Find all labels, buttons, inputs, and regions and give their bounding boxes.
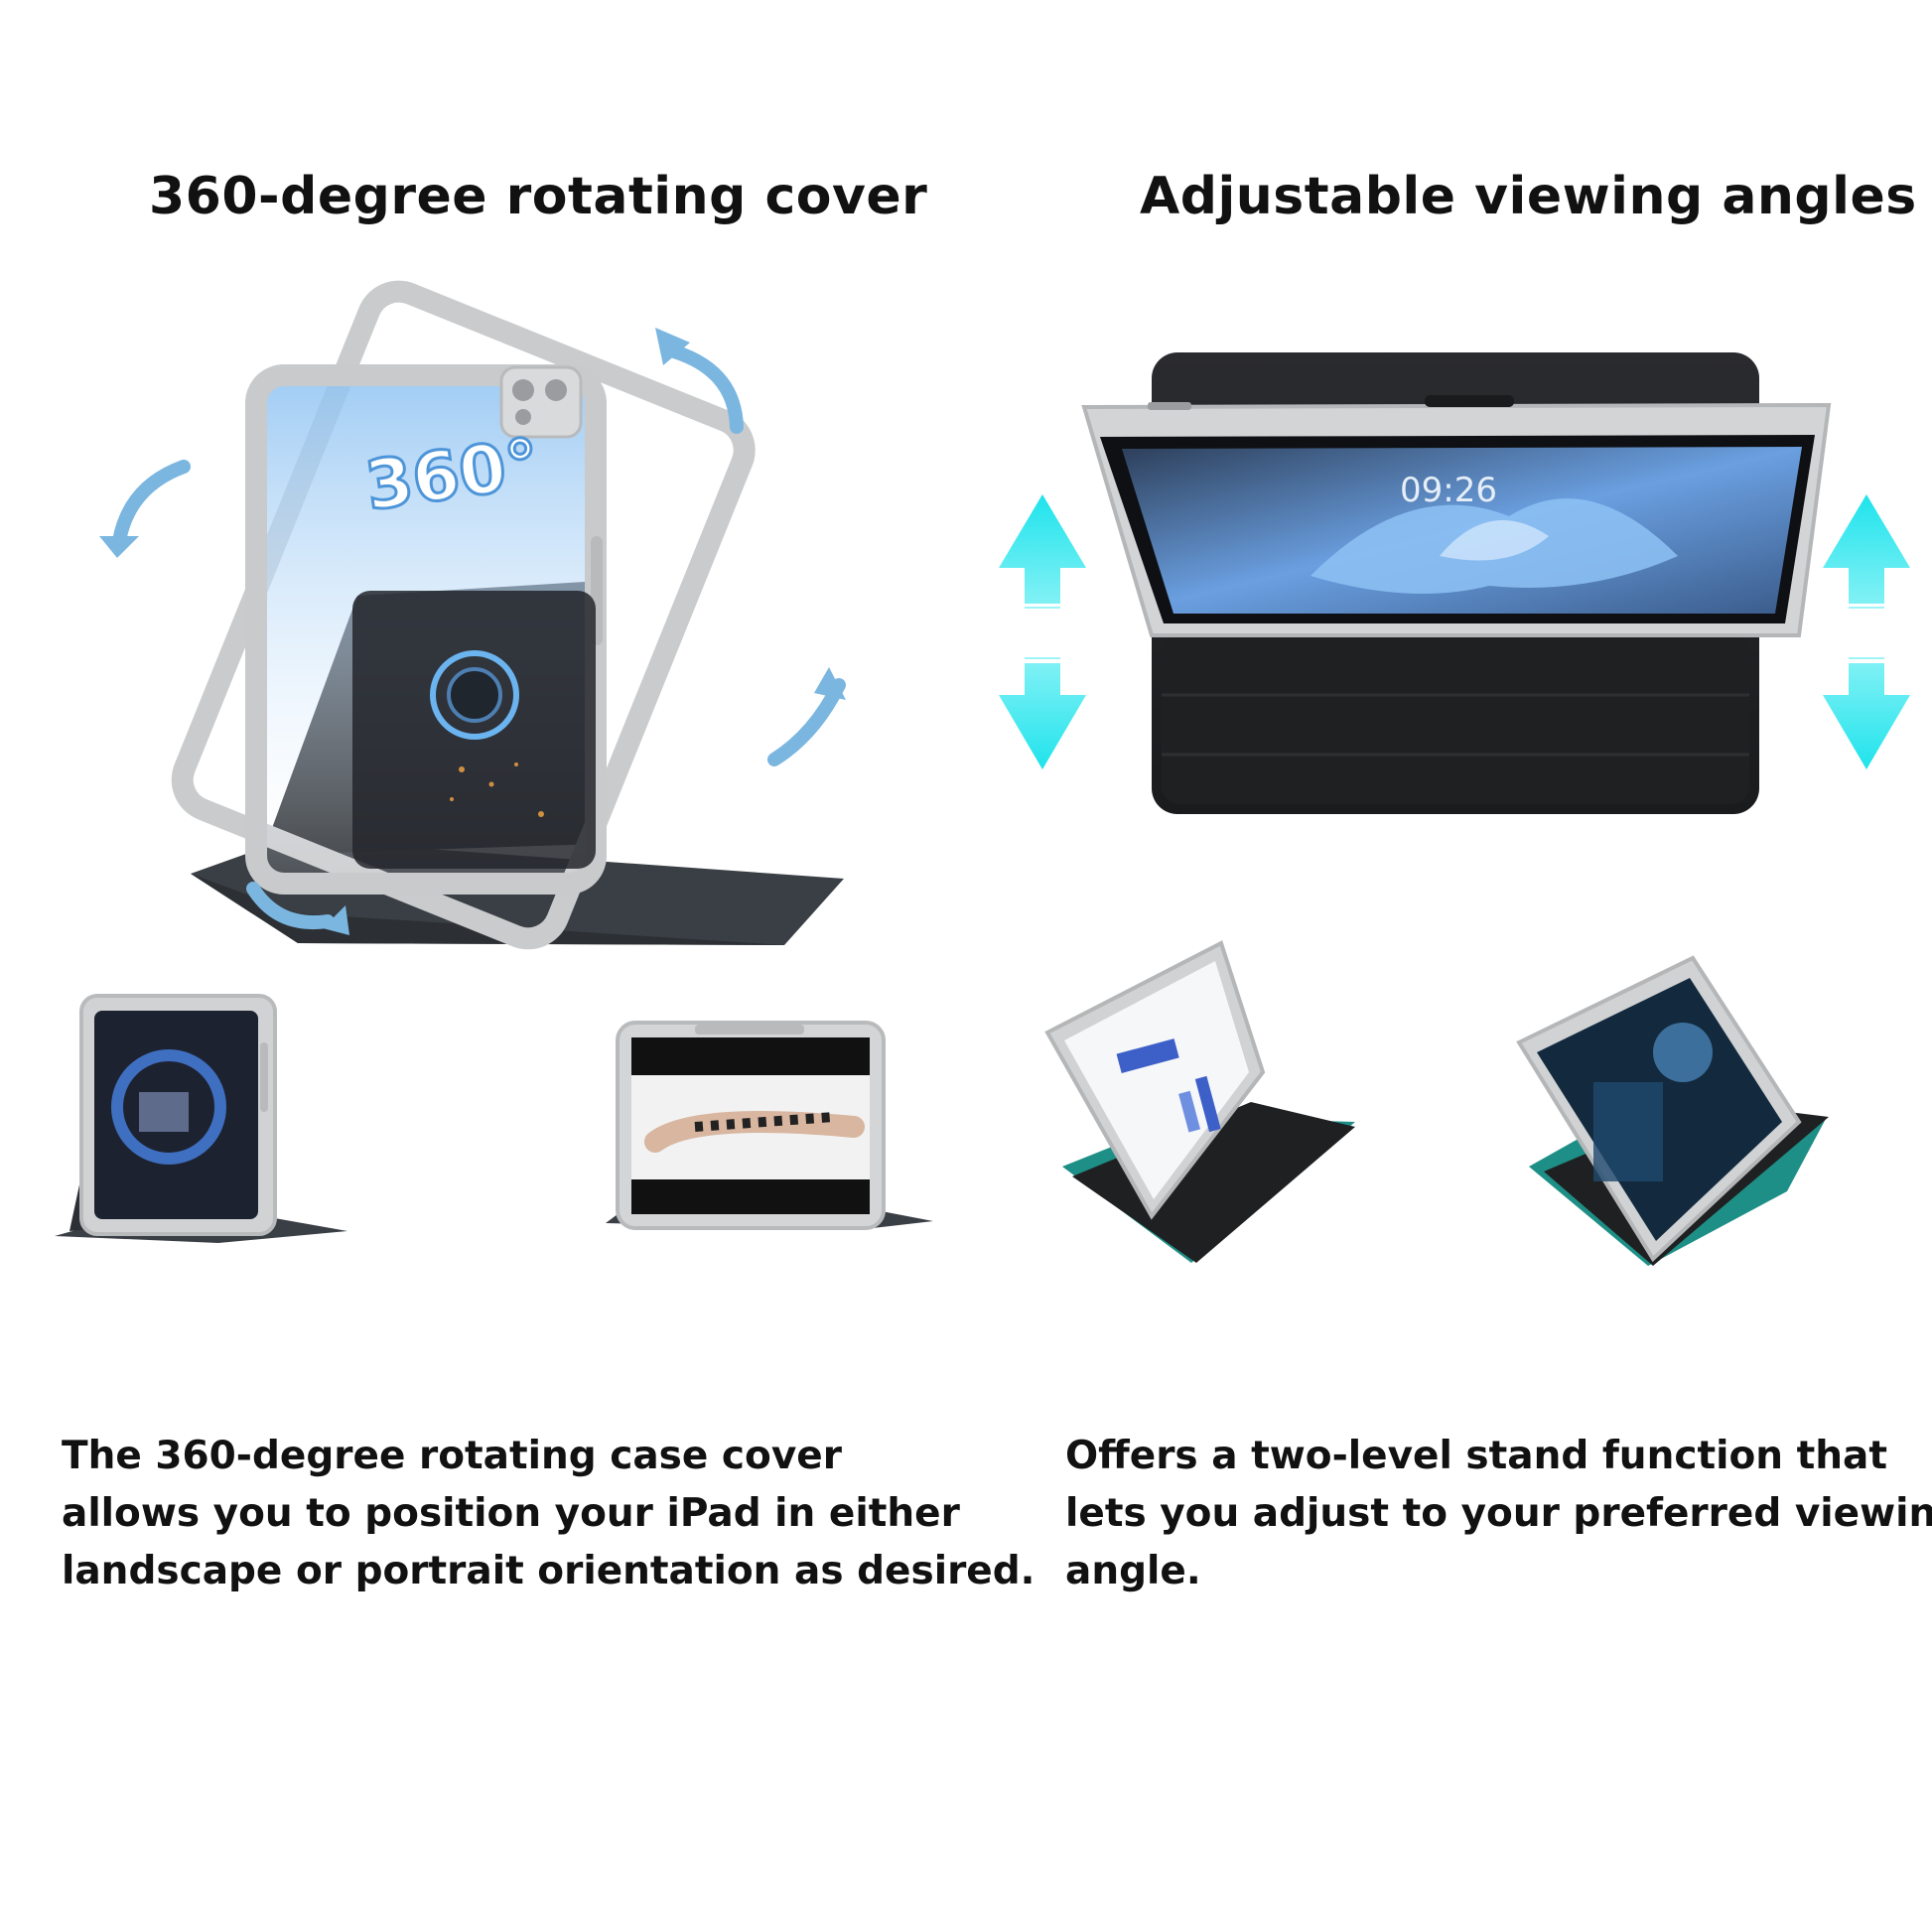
arrow-down-icon [1823,663,1910,769]
description-line: lets you adjust to your preferred viewin… [1065,1491,1932,1536]
arrow-up-icon [999,494,1086,601]
arrow-up-icon [1823,494,1910,601]
tilt-arrows-left [999,494,1086,769]
viewing-angle-hero-image: 09:26 [1081,352,1832,814]
high-angle-stand-thumbnail [1516,955,1829,1266]
rotating-case-hero-image: 360° [99,280,846,950]
heading-rotating-cover: 360-degree rotating cover [149,167,928,226]
clock-label: 09:26 [1400,471,1497,510]
description-line: angle. [1065,1549,1201,1593]
description-line: Offers a two-level stand function that [1065,1434,1887,1478]
arrow-down-icon [999,663,1086,769]
description-line: The 360-degree rotating case cover [62,1434,842,1478]
description-line: landscape or portrait orientation as des… [62,1549,1035,1593]
landscape-orientation-thumbnail [606,1021,933,1230]
portrait-orientation-thumbnail [55,994,347,1243]
description-line: allows you to position your iPad in eith… [62,1491,960,1536]
rotate-arrow-icon [112,460,191,548]
rotate-arrow-icon [246,882,335,929]
tilt-arrows-right [1823,494,1910,769]
heading-viewing-angles: Adjustable viewing angles [1140,167,1917,226]
rotate-arrow-icon [660,343,744,434]
description-rotating-cover: The 360-degree rotating case cover allow… [62,1428,1035,1600]
low-angle-stand-thumbnail [1044,940,1355,1263]
description-viewing-angles: Offers a two-level stand function that l… [1065,1428,1932,1600]
